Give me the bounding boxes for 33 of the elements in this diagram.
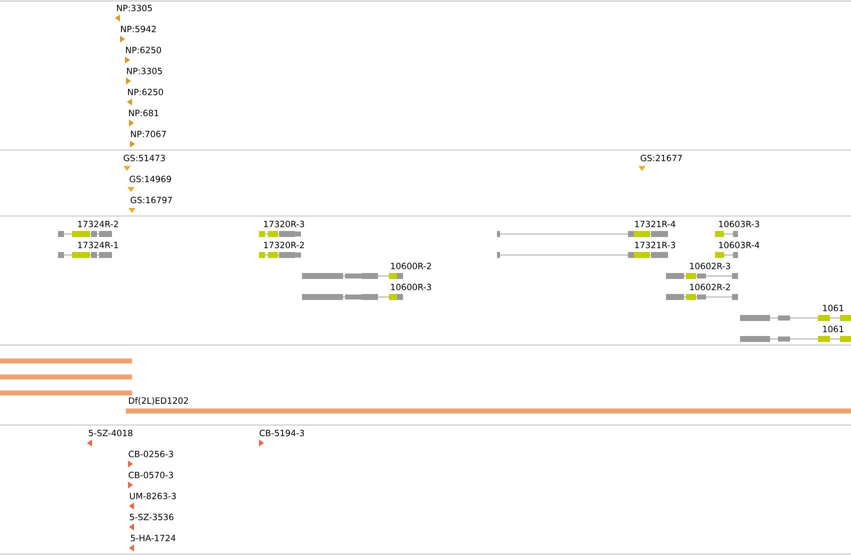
feature-label: NP:7067 xyxy=(131,130,166,138)
feature-label: NP:681 xyxy=(129,110,158,116)
feature-label: NP:3305 xyxy=(117,4,152,12)
feature-label: 1061 xyxy=(823,304,844,312)
feature-label: GS:21677 xyxy=(640,154,682,162)
feature-label: 10600R-2 xyxy=(391,262,431,270)
feature-label: GS:16797 xyxy=(130,196,172,204)
feature-label: 10602R-2 xyxy=(690,284,730,290)
feature-label: 10603R-3 xyxy=(719,220,760,228)
feature-label: CB-0570-3 xyxy=(128,472,173,478)
feature-label: NP:6250 xyxy=(128,88,164,96)
feature-label: UM-8263-3 xyxy=(130,492,176,500)
feature-label: GS:14969 xyxy=(130,176,171,182)
feature-label: 17321R-4 xyxy=(635,220,676,228)
feature-label: 17321R-3 xyxy=(635,242,676,248)
feature-label: 17324R-2 xyxy=(78,220,118,228)
feature-label: NP:6250 xyxy=(126,46,162,54)
feature-label: NP:3305 xyxy=(127,68,162,74)
feature-label: GS:51473 xyxy=(124,154,165,162)
feature-label: CB-5194-3 xyxy=(260,430,304,436)
feature-label: 10602R-3 xyxy=(690,262,730,270)
feature-label: CB-0256-3 xyxy=(128,450,173,458)
feature-label: 5-SZ-4018 xyxy=(88,430,132,436)
feature-label: Df(2L)ED1202 xyxy=(129,397,188,405)
feature-label: 17320R-3 xyxy=(264,220,304,228)
feature-label: 1061 xyxy=(823,326,844,332)
feature-label: 5-SZ-3536 xyxy=(130,514,174,520)
feature-label: 10600R-3 xyxy=(391,284,432,290)
feature-label: 10603R-4 xyxy=(719,242,760,248)
feature-label: 5-HA-1724 xyxy=(130,534,176,542)
feature-label: NP:5942 xyxy=(121,26,156,32)
feature-label: 17320R-2 xyxy=(264,242,304,248)
feature-label: 17324R-1 xyxy=(78,242,118,248)
